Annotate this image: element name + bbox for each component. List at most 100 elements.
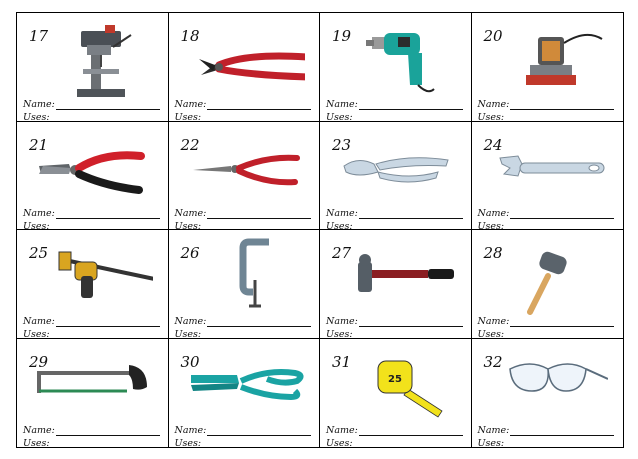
uses-label: Uses:: [174, 329, 202, 339]
uses-blank[interactable]: [505, 223, 609, 230]
safety-goggles-icon: [508, 362, 608, 392]
name-label: Name:: [23, 316, 55, 327]
uses-blank[interactable]: [505, 114, 609, 121]
tool-number: 18: [180, 27, 200, 45]
tape-measure-mark: 25: [388, 374, 402, 385]
uses-label: Uses:: [174, 220, 202, 230]
locking-pliers-icon: [343, 156, 449, 182]
c-clamp-icon: [239, 238, 269, 308]
bar-clamp-icon: [58, 251, 153, 298]
tool-number: 31: [332, 352, 352, 371]
name-label: Name:: [326, 207, 358, 219]
name-label: Name:: [326, 99, 358, 110]
tool-card-32: 32 Name: Uses:: [472, 339, 624, 448]
tool-number: 21: [29, 135, 49, 154]
tool-card-18: 18 Name: Uses:: [168, 13, 320, 122]
name-blank[interactable]: [510, 318, 615, 327]
uses-blank[interactable]: [354, 223, 458, 230]
name-label: Name:: [174, 424, 207, 436]
name-blank[interactable]: [510, 101, 615, 110]
uses-blank[interactable]: [354, 440, 458, 448]
name-blank[interactable]: [207, 427, 312, 436]
tool-card-29: 29 Name: Uses:: [17, 338, 169, 448]
name-label: Name:: [477, 316, 510, 327]
name-blank[interactable]: [207, 101, 312, 110]
uses-blank[interactable]: [51, 331, 155, 338]
uses-label: Uses:: [326, 437, 353, 448]
uses-blank[interactable]: [51, 440, 155, 448]
uses-blank[interactable]: [202, 223, 306, 230]
name-label: Name:: [326, 316, 358, 327]
uses-blank[interactable]: [202, 114, 306, 121]
tool-card-26: 26 Name: Uses:: [168, 230, 320, 339]
name-label: Name:: [174, 99, 207, 110]
tool-card-21: 21 Name: Uses:: [17, 121, 169, 230]
name-label: Name:: [477, 207, 510, 219]
tool-card-23: 23 Name: Uses:: [320, 121, 472, 230]
cutting-pliers-icon: [198, 52, 305, 81]
tool-card-31: 31 25 Name: Uses:: [320, 338, 472, 448]
name-label: Name:: [477, 424, 510, 436]
tool-card-19: 19 Name: Uses:: [320, 13, 472, 122]
tool-number: 32: [483, 352, 503, 371]
uses-label: Uses:: [23, 112, 50, 122]
name-blank[interactable]: [55, 427, 160, 436]
name-label: Name:: [326, 424, 358, 436]
name-label: Name:: [23, 424, 55, 436]
uses-label: Uses:: [174, 112, 202, 122]
tape-measure-icon: 25: [377, 360, 443, 418]
uses-label: Uses:: [477, 112, 505, 122]
tool-number: 27: [332, 244, 352, 262]
tool-worksheet-grid: 17 Name: Uses: 18 Name: Uses: 19: [16, 12, 624, 448]
uses-blank[interactable]: [51, 223, 155, 230]
uses-label: Uses:: [477, 437, 505, 448]
uses-label: Uses:: [23, 220, 50, 230]
name-blank[interactable]: [510, 210, 615, 219]
tool-card-25: 25 Name: Uses:: [17, 230, 169, 339]
uses-blank[interactable]: [505, 331, 609, 338]
uses-label: Uses:: [477, 220, 505, 230]
name-blank[interactable]: [55, 101, 160, 110]
name-blank[interactable]: [207, 210, 312, 219]
name-blank[interactable]: [55, 318, 160, 327]
uses-label: Uses:: [23, 329, 50, 339]
name-label: Name:: [174, 207, 207, 219]
tool-number: 30: [180, 352, 200, 371]
tool-number: 17: [29, 27, 49, 45]
tool-card-20: 20 Name: Uses:: [471, 13, 623, 122]
tool-card-30: 30 Name: Uses:: [169, 338, 320, 448]
uses-label: Uses:: [326, 112, 353, 122]
tool-number: 25: [29, 244, 49, 262]
name-blank[interactable]: [55, 210, 160, 219]
name-blank[interactable]: [358, 101, 463, 110]
tool-number: 24: [483, 135, 503, 154]
tool-card-22: 22 Name: Uses:: [168, 121, 320, 230]
name-blank[interactable]: [358, 427, 463, 436]
name-blank[interactable]: [207, 318, 312, 327]
uses-label: Uses:: [326, 329, 353, 339]
ball-peen-hammer-icon: [358, 254, 454, 292]
uses-blank[interactable]: [354, 331, 458, 338]
slip-joint-pliers-icon: [39, 150, 145, 194]
name-label: Name:: [23, 207, 55, 219]
tool-number: 29: [29, 352, 49, 371]
name-blank[interactable]: [358, 210, 463, 219]
name-blank[interactable]: [358, 318, 463, 327]
uses-label: Uses:: [174, 437, 202, 448]
tool-number: 28: [483, 244, 503, 262]
uses-blank[interactable]: [202, 440, 306, 448]
tool-number: 19: [332, 27, 352, 45]
uses-blank[interactable]: [354, 114, 458, 121]
uses-blank[interactable]: [51, 114, 155, 121]
rubber-mallet-icon: [526, 251, 567, 315]
uses-blank[interactable]: [505, 440, 609, 448]
tool-card-17: 17 Name: Uses:: [17, 13, 169, 122]
uses-label: Uses:: [326, 220, 353, 230]
tin-snips-icon: [190, 368, 303, 400]
adjustable-wrench-icon: [498, 154, 604, 177]
uses-label: Uses:: [477, 329, 505, 339]
name-blank[interactable]: [510, 427, 615, 436]
uses-blank[interactable]: [202, 331, 306, 338]
tool-number: 22: [180, 135, 200, 154]
hacksaw-icon: [37, 364, 147, 393]
